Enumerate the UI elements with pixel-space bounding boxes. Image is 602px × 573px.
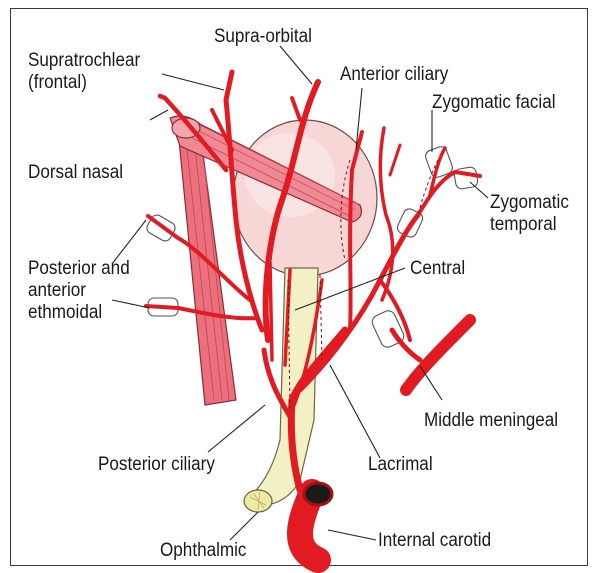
label-dorsal-nasal: Dorsal nasal bbox=[28, 162, 123, 184]
label-lacrimal: Lacrimal bbox=[368, 454, 433, 476]
label-anterior-ciliary: Anterior ciliary bbox=[340, 64, 448, 86]
label-internal-carotid: Internal carotid bbox=[378, 530, 491, 552]
label-supra-orbital: Supra-orbital bbox=[214, 26, 312, 48]
internal-carotid-lumen bbox=[304, 483, 332, 505]
label-ophthalmic: Ophthalmic bbox=[160, 540, 246, 562]
label-central: Central bbox=[410, 258, 465, 280]
label-posterior-anterior-ethmoidal: Posterior and anterior ethmoidal bbox=[28, 258, 130, 324]
label-zygomatic-temporal: Zygomatic temporal bbox=[490, 192, 569, 236]
optic-nerve bbox=[248, 268, 318, 505]
label-zygomatic-facial: Zygomatic facial bbox=[432, 92, 556, 114]
label-posterior-ciliary: Posterior ciliary bbox=[98, 454, 215, 476]
label-middle-meningeal: Middle meningeal bbox=[424, 410, 558, 432]
label-supratrochlear: Supratrochlear (frontal) bbox=[28, 50, 140, 94]
